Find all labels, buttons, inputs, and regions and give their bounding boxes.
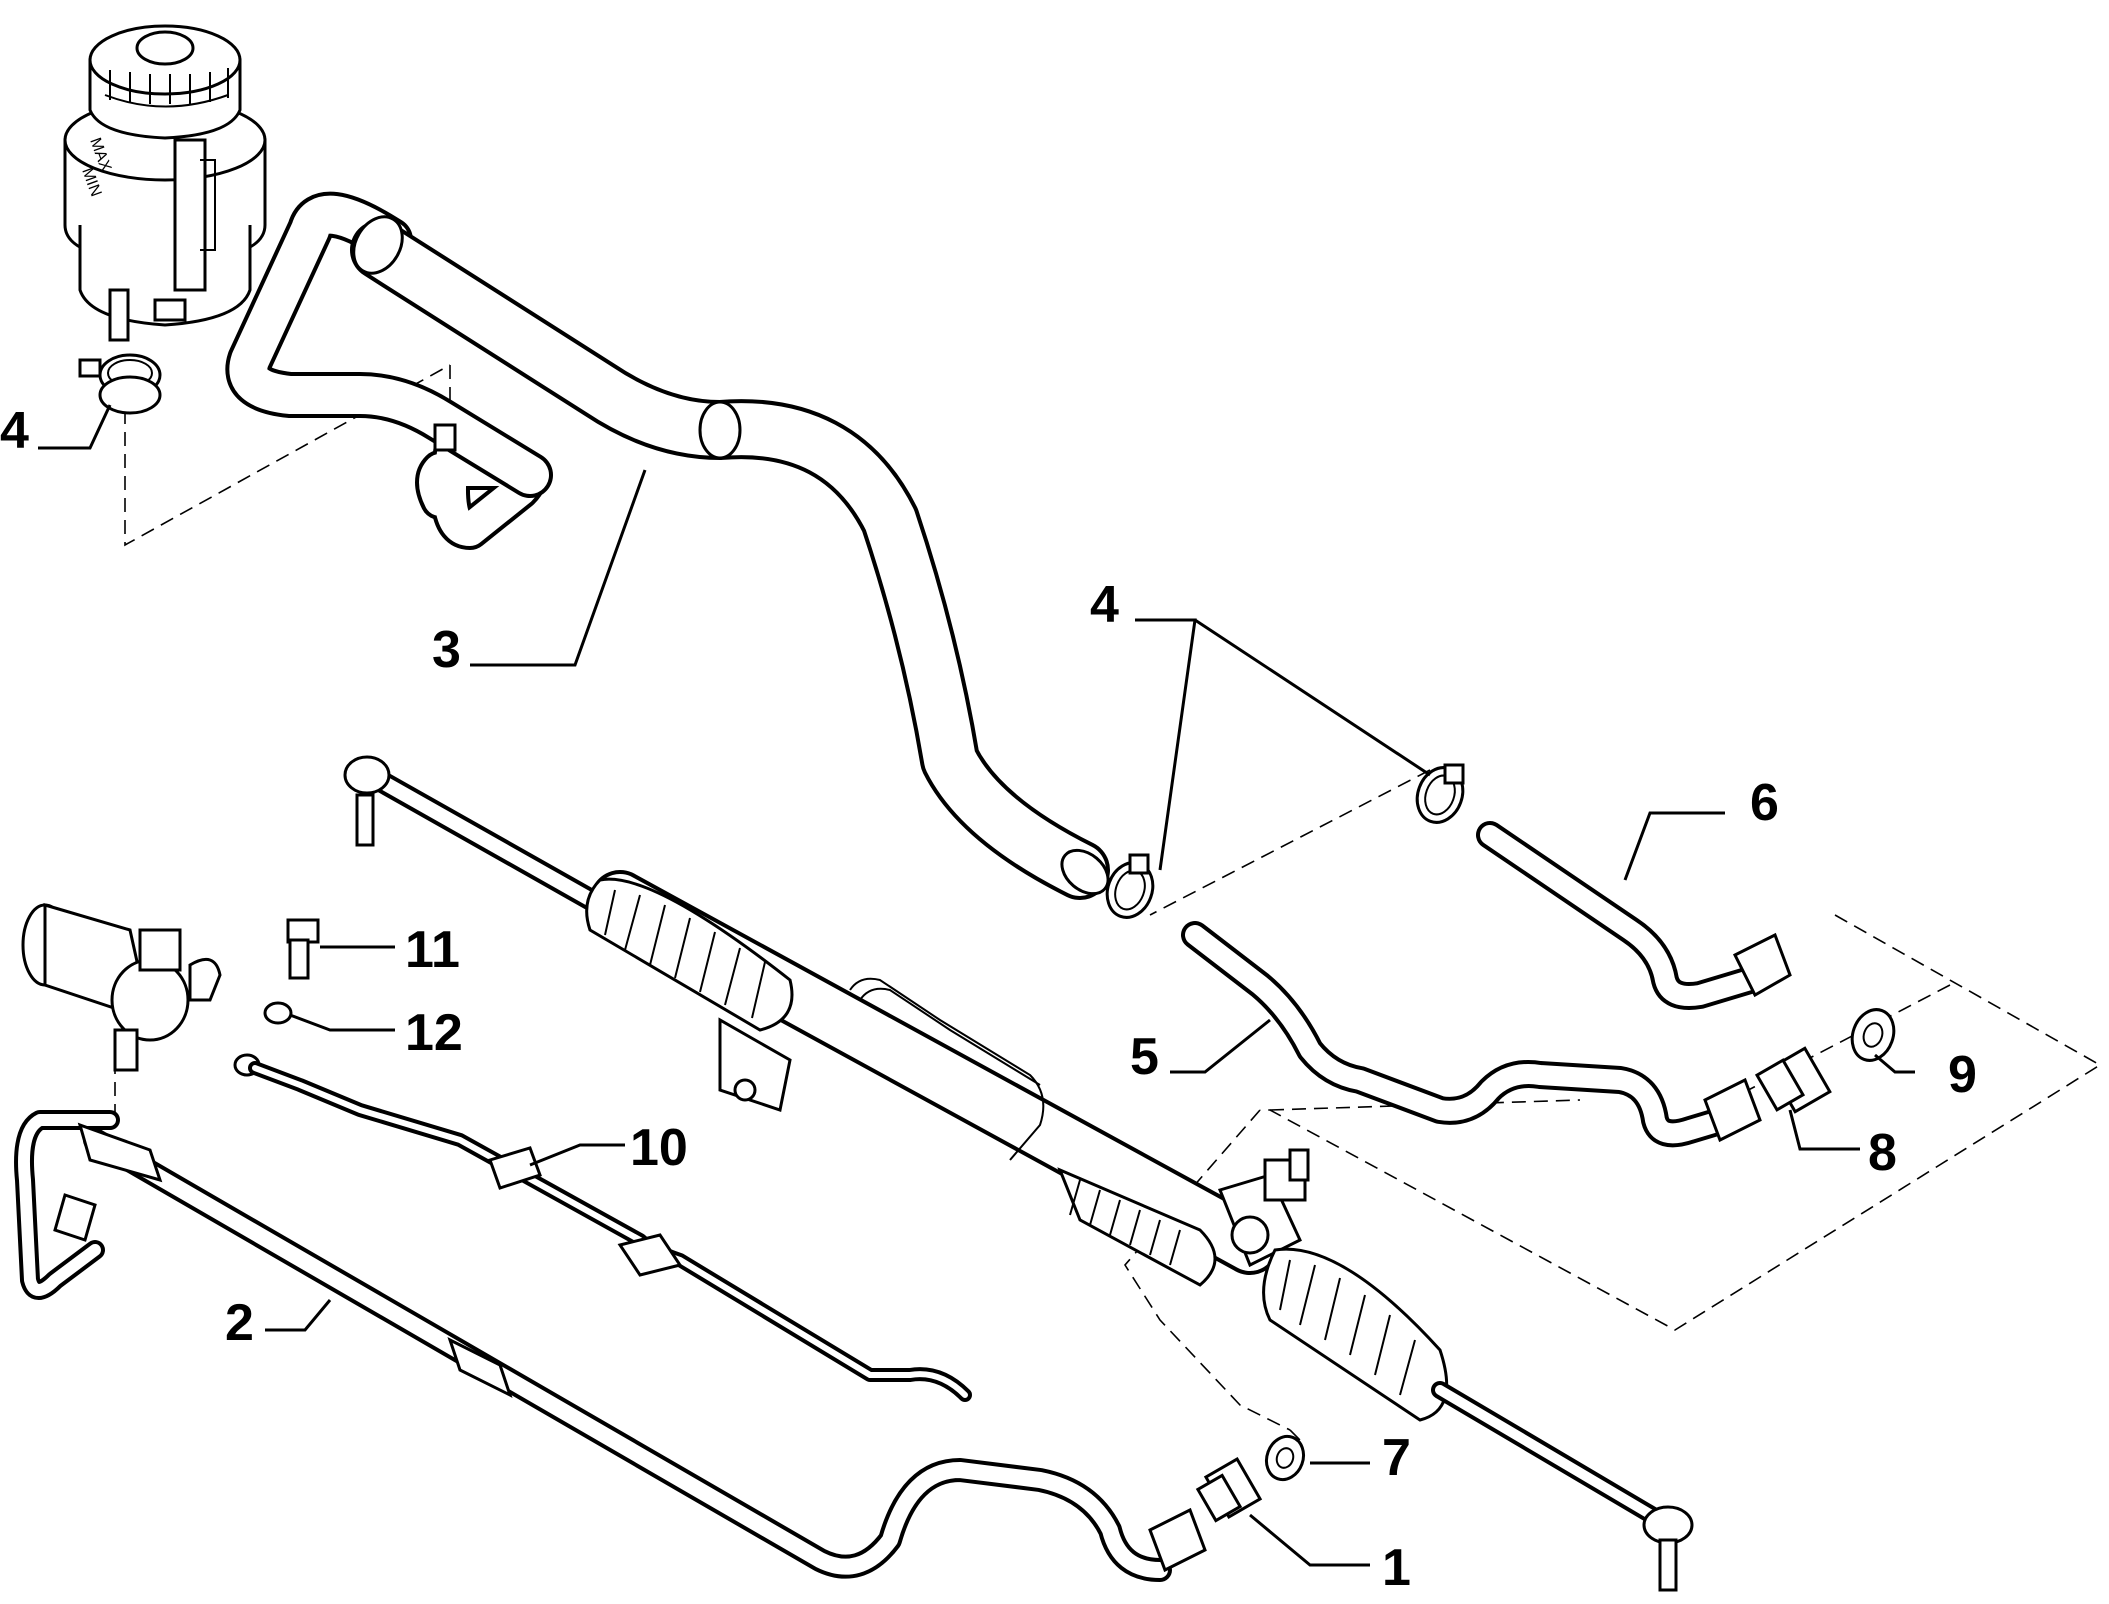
hose-clamp-top-left — [78, 353, 162, 415]
callout-5-supply-hose-lower: 5 — [1130, 1028, 1159, 1086]
power-steering-pump — [21, 902, 222, 1072]
callout-1-union-fitting: 1 — [1382, 1539, 1411, 1597]
return-hose — [225, 191, 1110, 900]
callout-labels: 4 3 4 6 11 12 5 9 8 10 2 7 1 — [0, 402, 1977, 1597]
pressure-pipe-lower — [14, 1110, 1207, 1582]
callout-6-supply-hose-upper: 6 — [1750, 774, 1779, 832]
supply-hose-upper — [1476, 821, 1792, 1010]
union-fitting-right — [1754, 1046, 1832, 1114]
supply-hose-lower — [1181, 921, 1762, 1148]
callout-leaders — [38, 404, 1915, 1567]
callout-12-sealing-washer: 12 — [405, 1004, 463, 1062]
callout-10-pressure-pipe-upper: 10 — [630, 1119, 688, 1177]
callout-7-washer: 7 — [1382, 1429, 1411, 1487]
fluid-reservoir: MAX MIN — [63, 24, 267, 342]
hose-clamp-middle-right — [1415, 763, 1465, 824]
callout-4-middle-clamps: 4 — [1090, 576, 1119, 634]
washer-right — [1850, 1008, 1896, 1062]
callout-11-banjo-bolt: 11 — [405, 921, 460, 979]
steering-rack — [343, 755, 1694, 1592]
callout-3-return-hose: 3 — [432, 621, 461, 679]
pressure-pipe-upper — [233, 1053, 972, 1402]
callout-9-washer: 9 — [1948, 1046, 1977, 1104]
callout-4-reservoir-clamp: 4 — [0, 402, 29, 460]
callout-2-pressure-pipe-lower: 2 — [225, 1294, 254, 1352]
callout-8-union-fitting: 8 — [1868, 1124, 1897, 1182]
banjo-bolt — [286, 918, 320, 980]
hose-clamp-middle-left — [1105, 853, 1155, 919]
sealing-washer-small — [263, 1001, 293, 1025]
union-fitting-bottom — [1195, 1457, 1263, 1523]
washer-bottom — [1264, 1434, 1306, 1482]
